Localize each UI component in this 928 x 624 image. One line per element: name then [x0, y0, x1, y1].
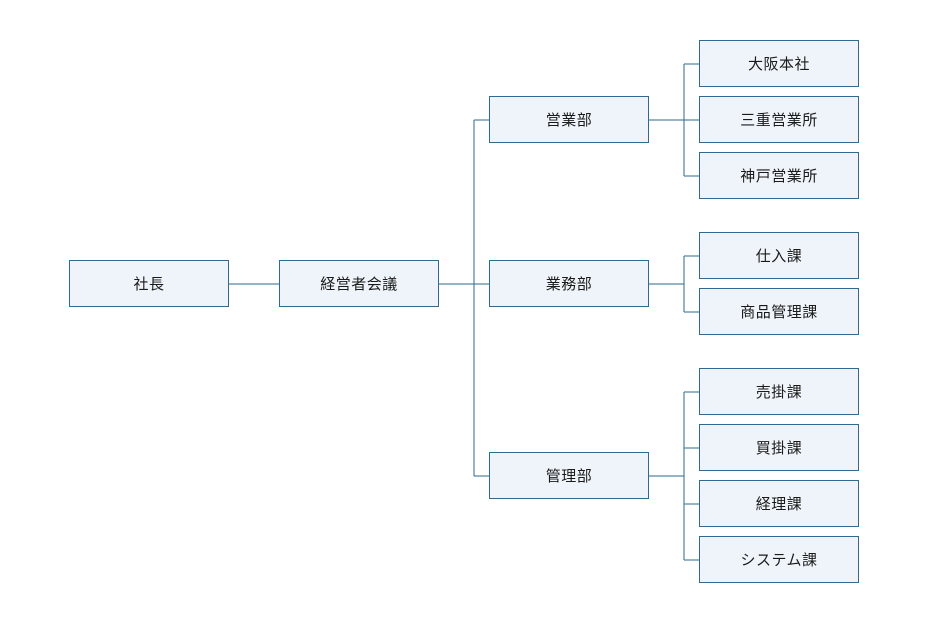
node-board: 経営者会議	[279, 260, 439, 307]
unit-label: 仕入課	[755, 247, 803, 265]
unit-label: 三重営業所	[740, 111, 818, 129]
unit-label: 売掛課	[755, 383, 803, 401]
node-unit-kobe-office: 神戸営業所	[699, 152, 859, 199]
node-unit-inventory: 商品管理課	[699, 288, 859, 335]
node-department-operations: 業務部	[489, 260, 649, 307]
unit-label: 商品管理課	[740, 303, 818, 321]
unit-label: 神戸営業所	[740, 167, 818, 185]
node-unit-purchasing: 仕入課	[699, 232, 859, 279]
node-department-sales: 営業部	[489, 96, 649, 143]
unit-label: システム課	[740, 551, 818, 569]
node-unit-payables: 買掛課	[699, 424, 859, 471]
unit-label: 経理課	[755, 495, 803, 513]
unit-label: 大阪本社	[747, 55, 810, 73]
node-unit-systems: システム課	[699, 536, 859, 583]
node-unit-receivables: 売掛課	[699, 368, 859, 415]
department-label: 業務部	[545, 275, 593, 293]
node-president-label: 社長	[133, 275, 165, 293]
node-unit-osaka-hq: 大阪本社	[699, 40, 859, 87]
node-president: 社長	[69, 260, 229, 307]
node-department-admin: 管理部	[489, 452, 649, 499]
unit-label: 買掛課	[755, 439, 803, 457]
node-board-label: 経営者会議	[320, 275, 398, 293]
department-label: 管理部	[545, 467, 593, 485]
department-label: 営業部	[545, 111, 593, 129]
node-unit-accounting: 経理課	[699, 480, 859, 527]
node-unit-mie-office: 三重営業所	[699, 96, 859, 143]
